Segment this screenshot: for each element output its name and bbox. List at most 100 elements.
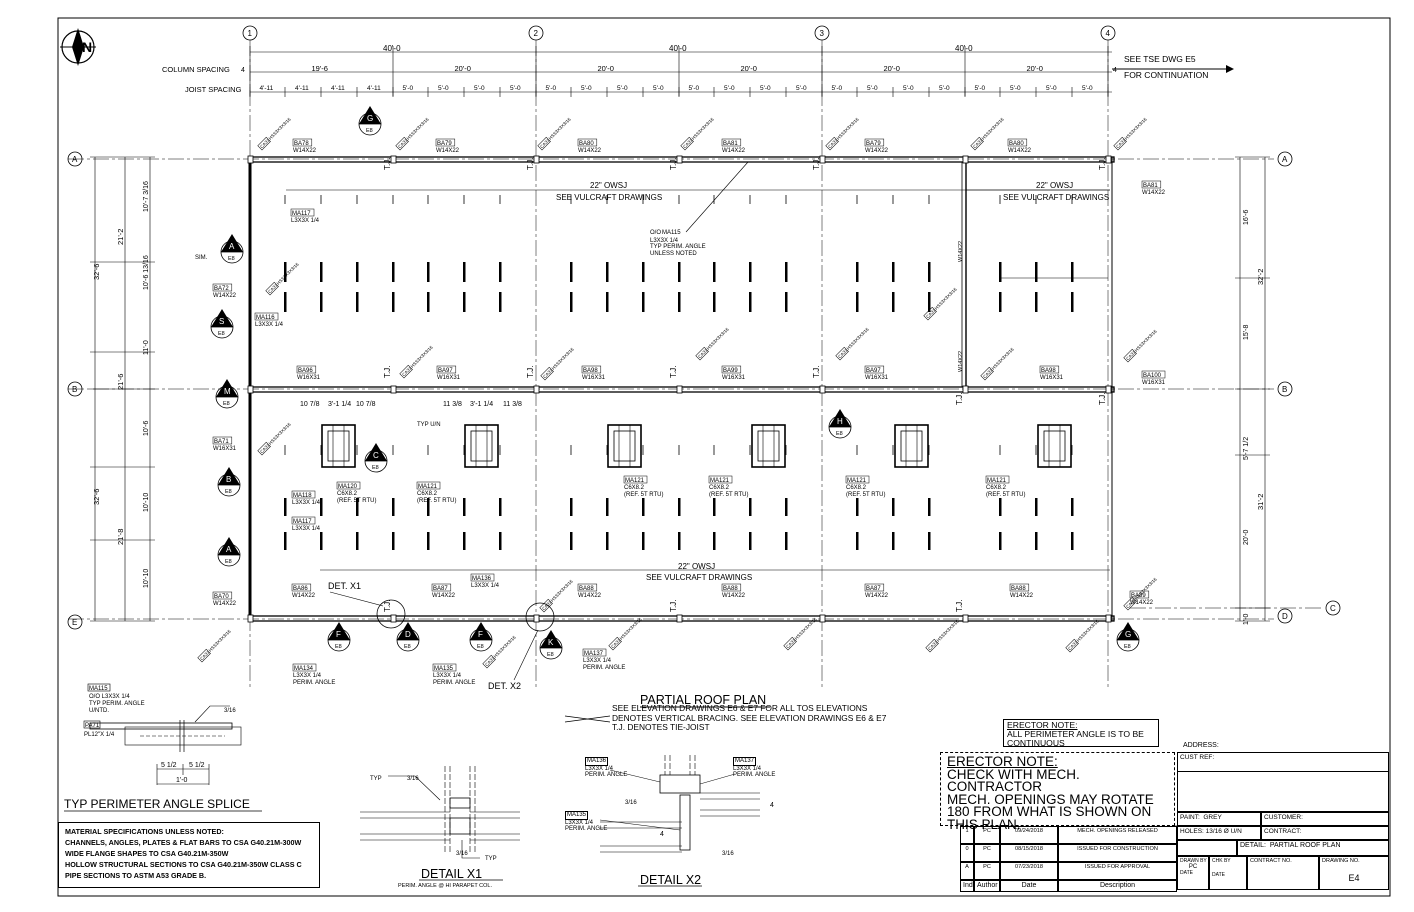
sub-dim: 20'-0 [455,64,471,73]
svg-text:E8: E8 [223,401,230,407]
left-dim-inner: 10'-6 [143,421,150,436]
opening-dim: 10 7/8 [300,401,320,408]
plan-note-2: DENOTES VERTICAL BRACING. SEE ELEVATION … [612,712,887,723]
typ-perim-0: O/O [650,230,661,236]
svg-text:1: 1 [248,29,253,38]
svg-text:BA81: BA81 [723,141,738,147]
holes-cell: HOLES: 13/16 Ø U/N [1177,826,1261,840]
svg-text:A: A [1282,155,1288,164]
rev-date-0: 09/24/2018 [1000,826,1058,844]
svg-text:BA88: BA88 [723,586,738,592]
x2-tag-3: MA135 L3X3X 1/4 PERIM. ANGLE [565,811,608,832]
svg-text:BA88: BA88 [579,586,594,592]
mat-spec-line: PIPE SECTIONS TO ASTM A53 GRADE B. [65,871,207,880]
tj-label: T.J. [955,600,964,612]
opening-dim: 10 7/8 [356,401,376,408]
span-dim: 40'-0 [383,44,401,53]
svg-text:W14X22: W14X22 [293,148,317,154]
title-block: ADDRESS: CUST REF: PAINT: GREY CUSTOMER:… [1177,742,1389,892]
svg-text:D: D [1282,612,1288,621]
section-marker: BE8 [217,467,241,497]
svg-text:CA31: CA31 [925,307,937,319]
svg-text:MA117: MA117 [292,211,311,217]
svg-text:G: G [367,114,373,123]
svg-text:L3X3X 1/4: L3X3X 1/4 [293,673,322,679]
detail-cell: DETAIL: PARTIAL ROOF PLAN [1237,840,1389,856]
joist-dim: 5'-0 [760,85,771,92]
svg-text:CA31: CA31 [542,367,554,379]
svg-text:W14X22: W14X22 [1010,593,1034,599]
left-dim-inner: 11'-0 [143,340,150,355]
rev-date-2: 07/23/2018 [1000,862,1058,880]
column-bubble: 3 [814,25,830,41]
detail-x1: TYP 3/16 TYP 3/16 DETAIL X1 PERIM. ANGLE… [360,766,520,889]
svg-text:BA87: BA87 [433,586,448,592]
joist-dim: 5'-0 [438,85,449,92]
svg-text:M: M [224,387,231,396]
svg-text:CA31: CA31 [982,367,994,379]
svg-text:HSS3X3X3/16: HSS3X3X3/16 [936,618,960,642]
revision-table: 1 PC 09/24/2018 MECH. OPENINGS RELEASED … [960,826,1177,892]
blank-cell [1177,772,1389,812]
splice-tag1-2: U/NTD. [89,708,109,714]
section-marker: CE8 [364,443,388,473]
svg-text:MA121: MA121 [418,484,438,490]
svg-text:BA79: BA79 [866,141,881,147]
joist-dim: 4'-11 [367,85,381,92]
plan-note-1: SEE ELEVATION DRAWINGS E6 & E7 FOR ALL T… [612,703,868,713]
svg-text:W16X31: W16X31 [865,375,889,381]
svg-text:C6X8.2: C6X8.2 [337,491,358,497]
svg-text:A: A [72,155,78,164]
svg-text:C6X8.2: C6X8.2 [709,485,730,491]
svg-text:HSS3X3X3/16: HSS3X3X3/16 [836,116,860,140]
mech-opening [894,424,929,468]
tj-label: T.J. [383,158,392,170]
left-dim-inner: 10'-10 [143,569,150,588]
svg-text:BA86: BA86 [293,586,308,592]
erector-note-continuous: ERECTOR NOTE: ALL PERIMETER ANGLE IS TO … [1003,719,1159,748]
svg-text:BA100: BA100 [1143,373,1162,379]
svg-text:CA31: CA31 [1125,597,1137,609]
vulcraft-top: SEE VULCRAFT DRAWINGS [556,193,662,202]
svg-text:E8: E8 [335,644,342,650]
column-bubble: 1 [242,25,258,41]
row-bubble-right: B [1277,381,1293,397]
svg-text:(REF. 5T RTU): (REF. 5T RTU) [417,498,456,504]
det-x1-label: DET. X1 [328,581,361,591]
tj-label: T.J. [812,366,821,378]
svg-text:L3X3X 1/4: L3X3X 1/4 [292,526,321,532]
rev-header-desc: Description [1058,880,1177,892]
svg-text:BA81: BA81 [1143,183,1158,189]
svg-text:HSS3X3X3/16: HSS3X3X3/16 [268,116,292,140]
svg-text:CA31: CA31 [827,137,839,149]
svg-text:HSS3X3X3/16: HSS3X3X3/16 [1134,328,1158,352]
svg-text:CA31: CA31 [697,347,709,359]
joist-dim: 5'-0 [653,85,664,92]
joist-dim: 5'-0 [617,85,628,92]
svg-text:MA134: MA134 [294,666,314,672]
member-labels: BA78W14X22BA79W14X22BA80W14X22BA81W14X22… [212,138,1166,686]
svg-text:L3X3X 1/4: L3X3X 1/4 [433,673,462,679]
svg-text:E8: E8 [225,559,232,565]
rev-header-author: Author [974,880,1000,892]
svg-text:CA31: CA31 [1067,639,1079,651]
span-dim: 40'-0 [669,44,687,53]
svg-text:A: A [226,545,232,554]
section-marker: AE8 [220,234,244,264]
left-dim-outer: 32'-6 [92,264,101,280]
svg-text:(REF. 5T RTU): (REF. 5T RTU) [624,492,663,498]
rev-author-1: PC [974,844,1000,862]
splice-weld: 3/16 [224,708,236,714]
opening-dim: 11 3/8 [443,401,462,408]
svg-text:L3X3X 1/4: L3X3X 1/4 [255,322,284,328]
splice-tag1-1: TYP PERIM. ANGLE [89,701,145,707]
svg-text:HSS3X3X3/16: HSS3X3X3/16 [934,286,958,310]
